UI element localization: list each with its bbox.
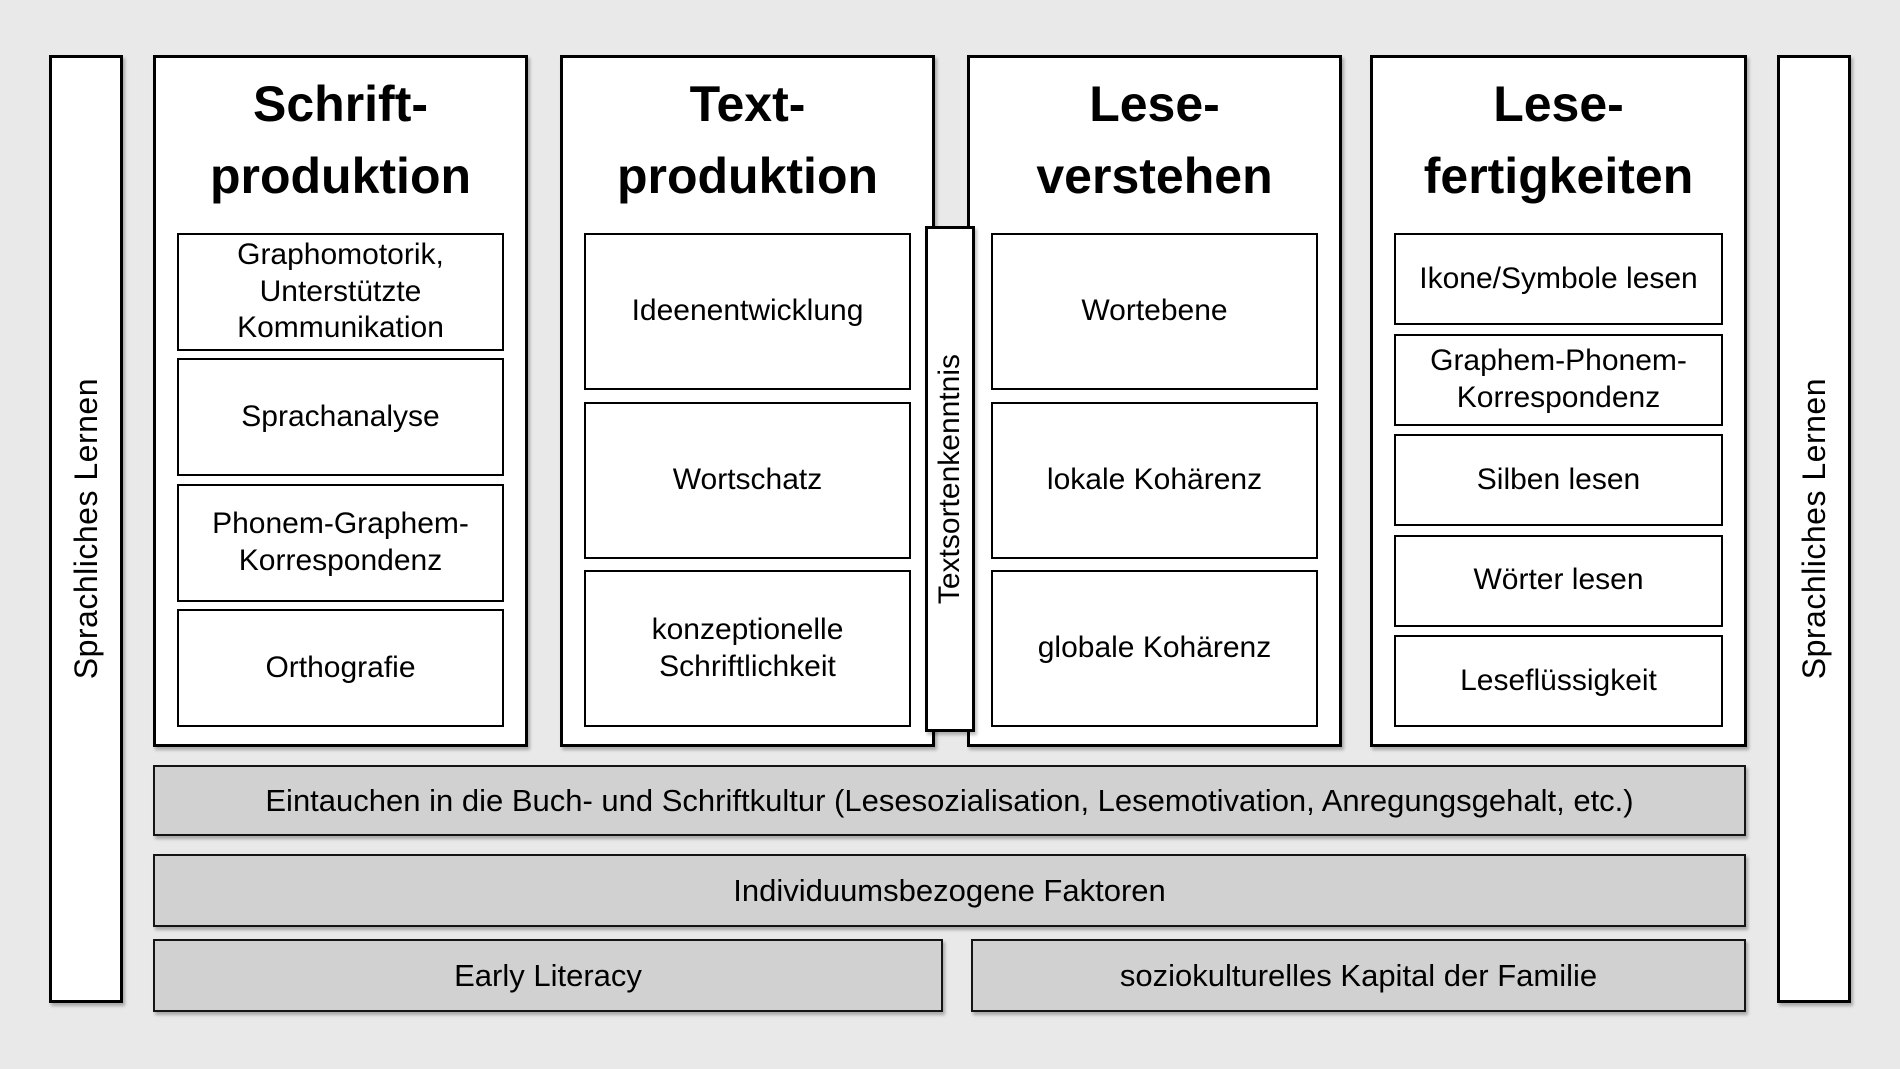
item-sprachanalyse: Sprachanalyse xyxy=(177,358,504,477)
bar-soziokulturelles-kapital: soziokulturelles Kapital der Familie xyxy=(971,939,1746,1012)
item-wortschatz: Wortschatz xyxy=(584,401,911,559)
item-globale-kohaerenz: globale Kohärenz xyxy=(991,570,1318,727)
item-woerter-lesen: Wörter lesen xyxy=(1394,534,1723,627)
item-lokale-kohaerenz: lokale Kohärenz xyxy=(991,401,1318,559)
column-items-lesefertigkeiten: Ikone/Symbole lesen Graphem-Phonem- Korr… xyxy=(1394,233,1723,727)
column-title-schriftproduktion: Schrift- produktion xyxy=(209,76,472,204)
item-phonem-graphem-korrespondenz: Phonem-Graphem- Korrespondenz xyxy=(177,483,504,602)
item-orthografie: Orthografie xyxy=(177,608,504,727)
divider-label: Textsortenkenntnis xyxy=(933,353,966,605)
column-items-textproduktion: Ideenentwicklung Wortschatz konzeptionel… xyxy=(584,233,911,727)
column-title-leseverstehen: Lese- verstehen xyxy=(1036,76,1273,204)
column-leseverstehen: Lese- verstehen Wortebene lokale Kohären… xyxy=(967,55,1342,747)
divider-textsortenkenntnis: Textsortenkenntnis xyxy=(925,226,975,732)
sidebar-left-label: Sprachliches Lernen xyxy=(67,378,104,680)
bar-buch-und-schriftkultur: Eintauchen in die Buch- und Schriftkultu… xyxy=(153,765,1746,836)
column-schriftproduktion: Schrift- produktion Graphomotorik, Unter… xyxy=(153,55,528,747)
item-ideenentwicklung: Ideenentwicklung xyxy=(584,233,911,390)
bar-individuumsbezogene-faktoren: Individuumsbezogene Faktoren xyxy=(153,854,1746,927)
sidebar-sprachliches-lernen-left: Sprachliches Lernen xyxy=(49,55,123,1003)
item-wortebene: Wortebene xyxy=(991,233,1318,390)
column-title-textproduktion: Text- produktion xyxy=(616,76,879,204)
column-lesefertigkeiten: Lese- fertigkeiten Ikone/Symbole lesen G… xyxy=(1370,55,1747,747)
column-textproduktion: Text- produktion Ideenentwicklung Wortsc… xyxy=(560,55,935,747)
item-graphem-phonem-korrespondenz: Graphem-Phonem- Korrespondenz xyxy=(1394,333,1723,426)
sidebar-right-label: Sprachliches Lernen xyxy=(1795,378,1832,680)
item-lesefluessigkeit: Leseflüssigkeit xyxy=(1394,635,1723,727)
item-silben-lesen: Silben lesen xyxy=(1394,434,1723,526)
bar-early-literacy: Early Literacy xyxy=(153,939,943,1012)
item-graphomotorik: Graphomotorik, Unterstützte Kommunikatio… xyxy=(177,233,504,351)
column-items-leseverstehen: Wortebene lokale Kohärenz globale Kohäre… xyxy=(991,233,1318,727)
column-items-schriftproduktion: Graphomotorik, Unterstützte Kommunikatio… xyxy=(177,233,504,727)
item-konzeptionelle-schriftlichkeit: konzeptionelle Schriftlichkeit xyxy=(584,570,911,727)
column-title-lesefertigkeiten: Lese- fertigkeiten xyxy=(1423,76,1694,204)
sidebar-sprachliches-lernen-right: Sprachliches Lernen xyxy=(1777,55,1851,1003)
item-ikone-symbole-lesen: Ikone/Symbole lesen xyxy=(1394,233,1723,325)
